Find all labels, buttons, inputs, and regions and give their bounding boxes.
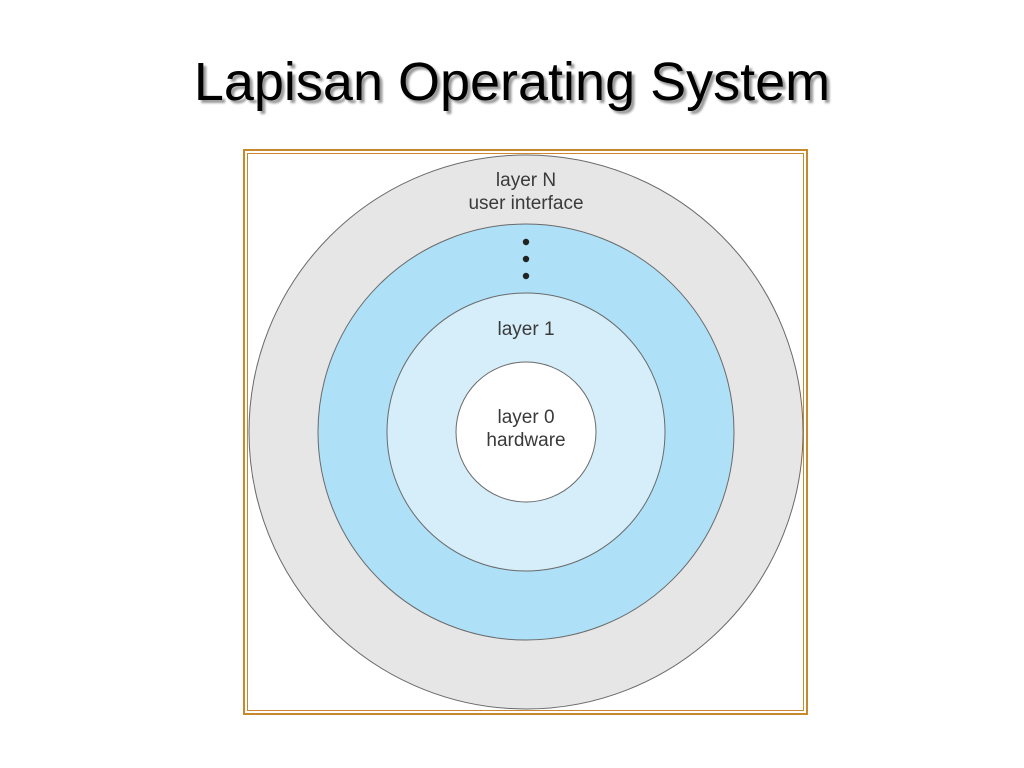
ellipsis-dot: [522, 238, 530, 246]
ellipsis-dot: [522, 272, 530, 280]
layer-0-label: layer 0: [497, 407, 554, 428]
ellipsis-dot: [522, 255, 530, 263]
slide-title: Lapisan Operating System: [193, 52, 831, 112]
ellipsis-dots: [522, 238, 530, 280]
layer-0-sublabel: hardware: [486, 430, 565, 451]
layer-n-sublabel: user interface: [468, 193, 583, 214]
core-layer-0: [455, 361, 597, 503]
layer-n-label: layer N: [496, 170, 556, 191]
layer-1-label: layer 1: [497, 319, 554, 340]
